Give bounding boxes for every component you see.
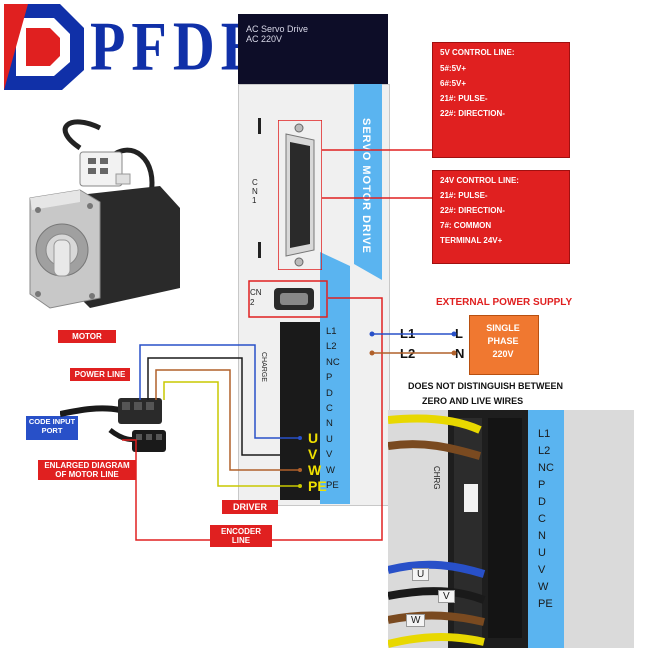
photo-wire-tag: V bbox=[438, 590, 455, 603]
drive-pin-label: W bbox=[326, 464, 335, 476]
control-5v-box bbox=[432, 42, 570, 158]
cn1-connector bbox=[278, 120, 322, 270]
photo-pin-label: PE bbox=[538, 598, 553, 610]
drive-pin-label: N bbox=[326, 418, 333, 430]
photo-wire-tag: W bbox=[406, 614, 426, 627]
uvw-label: W bbox=[308, 462, 322, 478]
logo-text: PFDE bbox=[90, 7, 266, 86]
drive-pin-label: C bbox=[326, 403, 333, 414]
control-24v-line: TERMINAL 24V+ bbox=[440, 236, 503, 245]
control-5v-line: 22#: DIRECTION- bbox=[440, 109, 505, 118]
power-supply-box bbox=[469, 315, 539, 375]
photo-pin-label: P bbox=[538, 479, 546, 491]
cn1-label: CN1 bbox=[252, 178, 260, 205]
uvw-label: V bbox=[308, 446, 318, 462]
encoder-tag: ENCODER LINE bbox=[210, 525, 272, 547]
motor-cable-connector bbox=[60, 398, 166, 452]
encoder-line1: ENCODER bbox=[220, 527, 261, 536]
photo-pin-label: C bbox=[538, 513, 546, 525]
cn1-marker-bottom bbox=[258, 242, 261, 258]
control-24v-line: 22#: DIRECTION- bbox=[440, 206, 505, 215]
enlarged-line2: OF MOTOR LINE bbox=[55, 470, 119, 480]
logo-mark bbox=[0, 0, 90, 92]
drive-pin-label: PE bbox=[326, 480, 339, 491]
photo-pin-label: NC bbox=[538, 462, 554, 474]
drive-pin-label: L2 bbox=[326, 341, 337, 353]
drive-pin-label: U bbox=[326, 433, 333, 445]
photo-wire-tag: U bbox=[412, 568, 430, 581]
power-line-tag: POWER LINE bbox=[70, 368, 130, 381]
power-n-label: N bbox=[455, 346, 465, 361]
encoder-line2: LINE bbox=[231, 536, 251, 546]
photo-pin-label: V bbox=[538, 564, 546, 576]
code-port-line2: PORT bbox=[41, 425, 63, 435]
power-note-line2: ZERO AND LIVE WIRES bbox=[422, 396, 524, 406]
drive-header: AC Servo Drive AC 220V bbox=[238, 14, 388, 84]
cn2-connector bbox=[248, 280, 328, 318]
drive-pin-label: NC bbox=[326, 356, 340, 368]
drive-pin-label: D bbox=[326, 387, 333, 399]
code-port-line1: CODE INPUT bbox=[28, 417, 76, 426]
power-title: EXTERNAL POWER SUPPLY bbox=[436, 297, 573, 308]
control-5v-title: 5V CONTROL LINE: bbox=[440, 48, 515, 57]
enlarged-line1: ENLARGED DIAGRAM bbox=[44, 461, 130, 470]
photo-pin-label: L1 bbox=[538, 428, 551, 440]
drive-pin-label: V bbox=[326, 449, 333, 461]
uvw-label: U bbox=[308, 430, 319, 446]
photo-charge-label: CHRG bbox=[432, 466, 441, 490]
motor-image bbox=[29, 119, 180, 309]
power-l-label: L bbox=[455, 326, 463, 341]
photo-pin-label: N bbox=[538, 530, 546, 542]
uvw-label: PE bbox=[308, 478, 327, 494]
power-note-line1: DOES NOT DISTINGUISH BETWEEN bbox=[408, 381, 564, 391]
control-24v-box bbox=[432, 170, 570, 264]
control-5v-line: 5#:5V+ bbox=[440, 64, 467, 73]
code-port-tag: CODE INPUT PORT bbox=[26, 416, 78, 440]
enlarged-tag: ENLARGED DIAGRAM OF MOTOR LINE bbox=[38, 460, 136, 480]
terminal-photo-art bbox=[388, 410, 634, 648]
power-supply-line1: SINGLE bbox=[486, 323, 520, 333]
control-24v-title: 24V CONTROL LINE: bbox=[440, 176, 519, 185]
cn2-label: CN2 bbox=[250, 288, 262, 307]
photo-pin-label: U bbox=[538, 547, 546, 559]
power-supply-line2: PHASE bbox=[487, 336, 519, 346]
control-5v-line: 21#: PULSE- bbox=[440, 94, 488, 103]
drive-model-line2: AC 220V bbox=[246, 34, 283, 44]
photo-pin-label: D bbox=[538, 496, 546, 508]
control-5v-line: 6#:5V+ bbox=[440, 79, 467, 88]
photo-pin-label: L2 bbox=[538, 445, 551, 457]
driver-tag: DRIVER bbox=[222, 500, 278, 514]
drive-pin-label: L1 bbox=[326, 326, 337, 337]
photo-pin-label: W bbox=[538, 581, 549, 593]
cn1-marker-top bbox=[258, 118, 261, 134]
control-24v-line: 7#: COMMON bbox=[440, 221, 492, 230]
power-supply-line3: 220V bbox=[492, 349, 514, 359]
charge-label: CHARGE bbox=[260, 352, 267, 382]
motor-tag: MOTOR bbox=[58, 330, 116, 343]
drive-pin-label: P bbox=[326, 372, 333, 384]
control-24v-line: 21#: PULSE- bbox=[440, 191, 488, 200]
drive-side-label: SERVO MOTOR DRIVE bbox=[360, 118, 372, 254]
drive-model-line1: AC Servo Drive bbox=[246, 24, 309, 34]
